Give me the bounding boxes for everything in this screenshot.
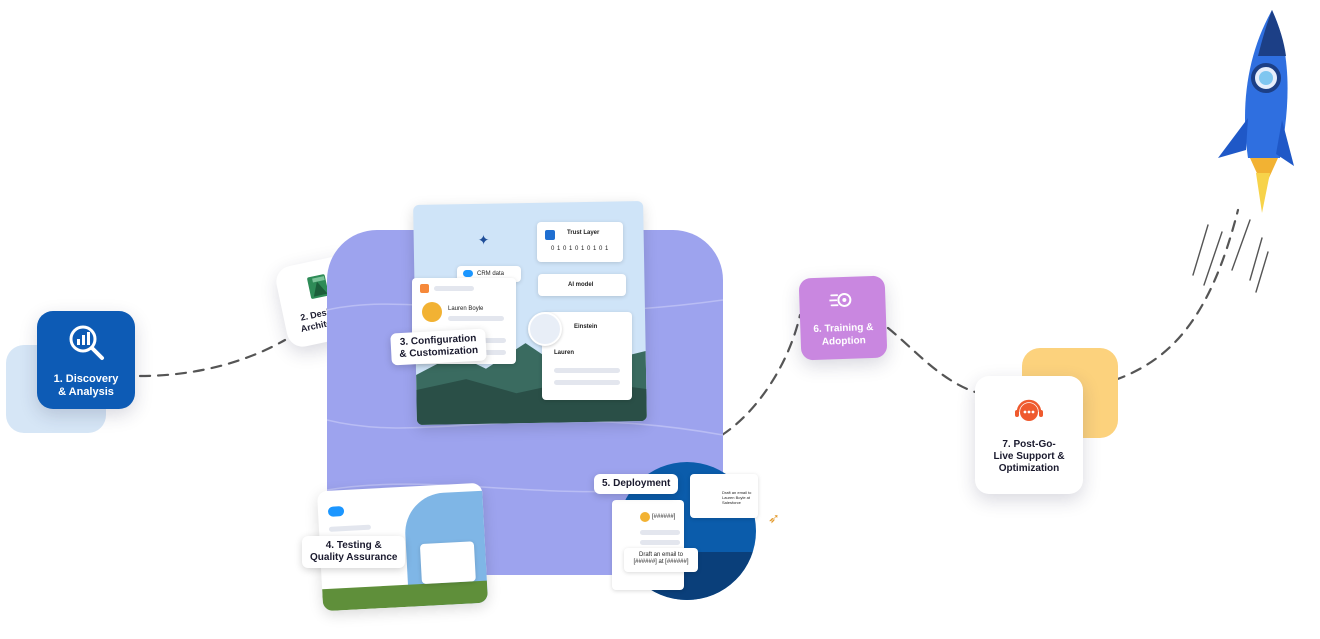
crm-data-label: CRM data <box>477 271 505 277</box>
draft-email-bubble: Draft an email to [######] at [######] <box>624 548 698 572</box>
support-headset-icon <box>1013 396 1045 431</box>
ai-model-label: AI model <box>568 282 594 288</box>
step6-card[interactable]: 6. Training & Adoption <box>798 275 888 361</box>
salesforce-cloud-icon <box>463 270 473 277</box>
draft-small-panel: Draft an email to Lauren Boyle at Salesf… <box>690 474 758 518</box>
step2-card[interactable]: 2. Design & Architecture <box>273 252 371 350</box>
salesforce-logo-icon <box>327 506 345 517</box>
draft-email-text: Draft an email to [######] at [######] <box>633 552 689 565</box>
step7-card[interactable]: 7. Post-Go- Live Support & Optimization <box>975 376 1083 494</box>
analytics-search-icon <box>66 322 106 367</box>
step1-label: 1. Discovery & Analysis <box>53 372 119 398</box>
lock-icon <box>545 230 555 240</box>
bird-icon: ➶ <box>768 510 780 526</box>
step4-label[interactable]: 4. Testing & Quality Assurance <box>302 536 406 568</box>
rocket-icon <box>1210 8 1294 218</box>
lauren-boyle-label: Lauren Boyle <box>448 306 484 312</box>
speed-lines <box>1192 219 1269 293</box>
step3-label[interactable]: 3. Configuration & Customization <box>390 328 487 366</box>
trust-binary: 0 1 0 1 0 1 0 1 0 1 <box>551 246 609 252</box>
butterfly-icon: ✦ <box>477 231 490 248</box>
step5-label[interactable]: 5. Deployment <box>594 474 679 494</box>
trust-layer-title: Trust Layer <box>567 230 600 236</box>
lauren-label: Lauren <box>554 350 575 356</box>
lauren-avatar <box>422 302 442 322</box>
orange-app-icon <box>420 284 429 293</box>
step1-card[interactable]: 1. Discovery & Analysis <box>37 311 135 409</box>
step7-label: 7. Post-Go- Live Support & Optimization <box>993 438 1065 474</box>
draft-small-text: Draft an email to Lauren Boyle at Salesf… <box>722 490 752 505</box>
trust-layer-box: Trust Layer 0 1 0 1 0 1 0 1 0 1 <box>537 222 623 262</box>
einstein-label: Einstein <box>574 324 598 330</box>
ai-gear-icon <box>828 288 856 316</box>
assistant-avatar <box>640 512 650 522</box>
ai-model-box: AI model <box>538 274 626 296</box>
step6-label: 6. Training & Adoption <box>813 321 874 348</box>
einstein-avatar <box>528 312 562 346</box>
design-blocks-icon <box>303 270 335 306</box>
deployment-email-panel: [######] <box>612 500 684 590</box>
redacted-label: [######] <box>652 514 676 520</box>
